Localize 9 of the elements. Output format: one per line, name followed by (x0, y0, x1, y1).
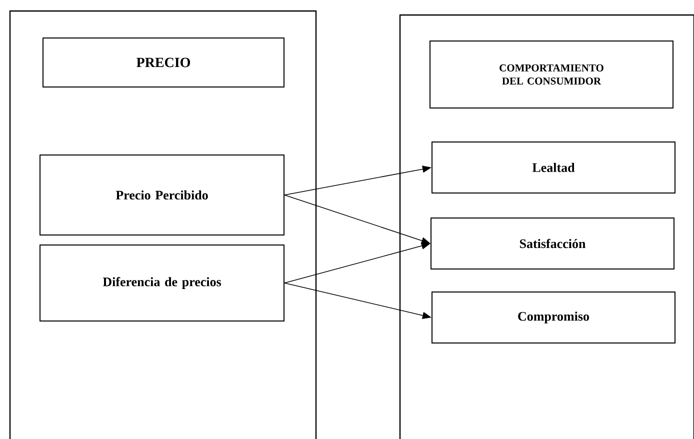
text-box: Lealtad (432, 142, 676, 194)
panel (9, 10, 317, 439)
text-box: PRECIO (42, 38, 284, 88)
text-box: Satisfacción (430, 218, 674, 270)
text-box: Compromiso (432, 291, 676, 344)
text-box: COMPORTAMIENTO DEL CONSUMIDOR (430, 40, 674, 108)
text-box: Precio Percibido (40, 154, 284, 236)
panel (399, 14, 694, 439)
text-box: Diferencia de precios (40, 244, 284, 322)
